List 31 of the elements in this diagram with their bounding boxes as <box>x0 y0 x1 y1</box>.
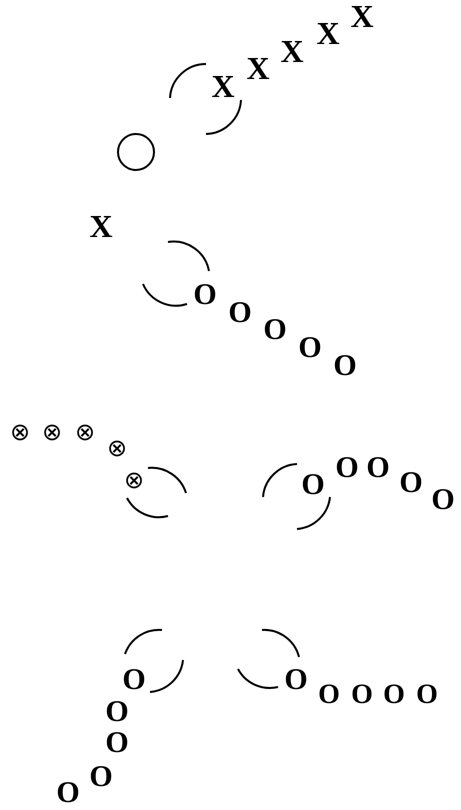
x-mark: X <box>89 210 113 242</box>
x-mark: X <box>246 52 270 84</box>
o-mark: O <box>318 681 340 709</box>
o-mark: O <box>333 351 357 381</box>
o-mark: O <box>263 315 287 345</box>
x-mark: X <box>350 0 374 32</box>
o-mark: O <box>416 681 438 709</box>
crossed-circle-symbol: ⊗ <box>10 420 30 444</box>
o-mark: O <box>105 728 129 758</box>
o-mark: O <box>335 453 359 483</box>
o-mark: O <box>383 681 405 709</box>
o-mark: O <box>56 778 80 808</box>
crossed-circle-symbol: ⊗ <box>74 420 96 444</box>
o-mark: O <box>122 665 146 695</box>
o-mark: O <box>301 470 325 500</box>
o-mark: O <box>431 485 455 515</box>
o-mark: O <box>366 453 390 483</box>
o-mark: O <box>105 697 129 727</box>
x-mark: X <box>316 17 340 49</box>
o-mark: O <box>284 665 308 695</box>
o-mark: O <box>351 681 373 709</box>
x-mark: X <box>280 35 304 67</box>
o-mark: O <box>193 280 217 310</box>
o-mark: O <box>89 762 113 792</box>
o-mark: O <box>399 468 423 498</box>
o-mark: O <box>298 333 322 363</box>
crossed-circle-symbol: ⊗ <box>42 420 62 444</box>
crossed-circle-symbol: ⊗ <box>106 436 128 460</box>
crossed-circle-symbol: ⊗ <box>124 468 144 492</box>
o-mark: O <box>228 298 252 328</box>
x-mark: X <box>211 70 235 102</box>
